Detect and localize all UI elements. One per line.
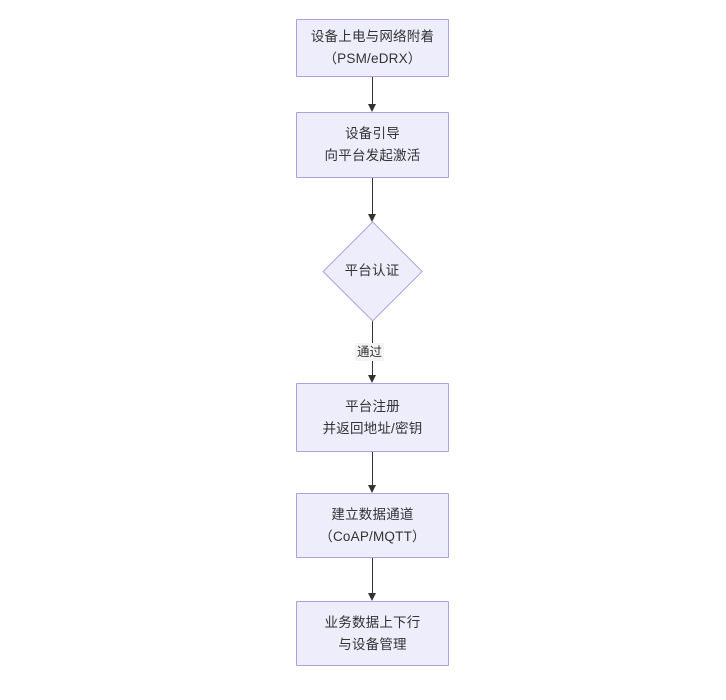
node-text-line: 平台注册 <box>345 398 400 414</box>
flow-node-establish-data-channel[interactable]: 建立数据通道 （CoAP/MQTT） <box>296 493 449 558</box>
flow-node-business-data-and-device-management[interactable]: 业务数据上下行 与设备管理 <box>296 601 449 666</box>
arrowhead-icon <box>368 485 377 493</box>
node-text-line: 建立数据通道 <box>331 506 414 522</box>
node-text-line: 设备上电与网络附着 <box>310 29 435 44</box>
node-text-line: 与设备管理 <box>338 636 407 652</box>
node-text-line: （PSM/eDRX） <box>323 51 422 66</box>
edge-line <box>372 452 374 485</box>
flow-node-platform-auth-decision[interactable]: 平台认证 <box>322 221 424 323</box>
flow-node-device-power-on[interactable]: 设备上电与网络附着 （PSM/eDRX） <box>296 19 449 77</box>
node-text-line: 业务数据上下行 <box>324 614 421 630</box>
arrowhead-icon <box>368 593 377 601</box>
edge-line <box>372 178 374 214</box>
edge-n2-n3 <box>368 178 377 222</box>
edge-n1-n2 <box>368 77 377 112</box>
arrowhead-icon <box>368 214 377 222</box>
node-text-line: 设备引导 <box>345 126 400 141</box>
node-text-line: 向平台发起激活 <box>324 148 421 163</box>
edge-n5-n6 <box>368 558 377 601</box>
flow-node-platform-register[interactable]: 平台注册 并返回地址/密钥 <box>296 383 449 452</box>
edge-line <box>372 77 374 104</box>
edge-n4-n5 <box>368 452 377 493</box>
edge-line <box>372 558 374 593</box>
arrowhead-icon <box>368 375 377 383</box>
arrowhead-icon <box>368 104 377 112</box>
node-text-line: 并返回地址/密钥 <box>322 420 423 436</box>
flow-node-device-bootstrap[interactable]: 设备引导 向平台发起激活 <box>296 112 449 178</box>
edge-label-pass: 通过 <box>355 343 385 361</box>
node-text-line: 平台认证 <box>344 263 400 278</box>
node-text-line: （CoAP/MQTT） <box>319 528 426 544</box>
